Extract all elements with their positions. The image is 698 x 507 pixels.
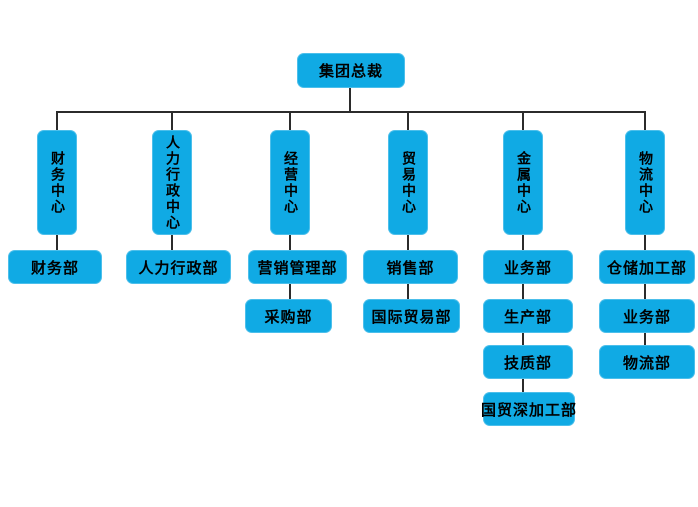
node-center-finance: 财务中心	[37, 130, 77, 235]
connector-bus	[56, 111, 646, 113]
node-dept-logistics: 物流部	[599, 345, 695, 379]
connector-root-stem	[349, 87, 351, 113]
node-center-hr-admin: 人力行政中心	[152, 130, 192, 235]
node-dept-warehouse-processing: 仓储加工部	[599, 250, 695, 284]
node-dept-marketing-mgmt: 营销管理部	[248, 250, 347, 284]
node-dept-production: 生产部	[483, 299, 573, 333]
node-dept-purchasing: 采购部	[245, 299, 332, 333]
node-dept-finance: 财务部	[8, 250, 102, 284]
node-dept-business-metal: 业务部	[483, 250, 573, 284]
node-group-president: 集团总裁	[297, 53, 405, 88]
node-center-logistics: 物流中心	[625, 130, 665, 235]
node-center-operations: 经营中心	[270, 130, 310, 235]
node-dept-hr-admin: 人力行政部	[126, 250, 231, 284]
node-dept-intl-trade: 国际贸易部	[363, 299, 460, 333]
node-dept-intl-deep-processing: 国贸深加工部	[481, 392, 576, 426]
node-dept-sales: 销售部	[363, 250, 458, 284]
node-center-metal: 金属中心	[503, 130, 543, 235]
node-dept-tech-quality: 技质部	[483, 345, 573, 379]
node-dept-business-logistics: 业务部	[599, 299, 695, 333]
node-center-trade: 贸易中心	[388, 130, 428, 235]
